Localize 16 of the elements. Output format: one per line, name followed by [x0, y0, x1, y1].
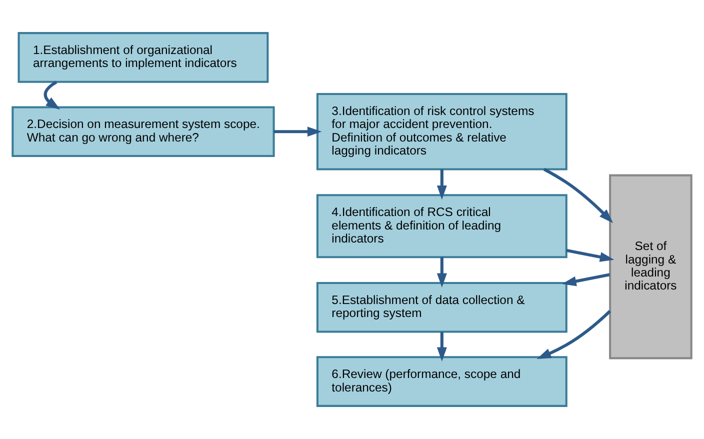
node-box: 6.Review (performance, scope and tolerances) — [316, 356, 568, 407]
node-box: 4.Identification of RCS critical elements & definition of leading indicators — [316, 194, 568, 258]
arrow — [274, 126, 322, 137]
arrow — [436, 332, 447, 362]
arrow — [536, 310, 612, 359]
node-box: 2.Decision on measurement system scope. What can go wrong and where? — [12, 106, 275, 158]
node-box: 3.Identification of risk control systems for major accident prevention. Definition of outcomes & relative lagging indicators — [316, 93, 568, 170]
arrow — [566, 248, 614, 262]
arrow — [436, 257, 447, 288]
arrow — [436, 169, 447, 200]
node-box: Set of lagging & leading indicators — [609, 174, 692, 360]
node-box: 5.Establishment of data collection & reporting system — [316, 282, 568, 333]
arrow — [562, 273, 610, 286]
arrow — [44, 80, 60, 110]
node-box: 1.Establishment of organizational arrangements to implement indicators — [18, 32, 269, 83]
arrow — [543, 168, 614, 224]
